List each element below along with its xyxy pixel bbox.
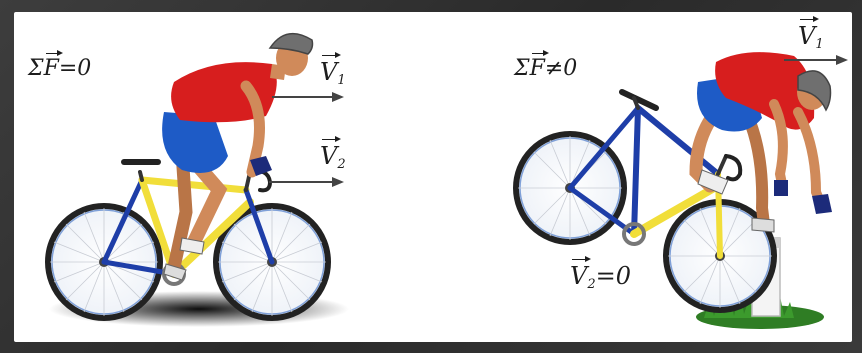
velocity-v2-label-left: V2	[320, 144, 346, 171]
force-vector-symbol: F	[44, 58, 59, 80]
v2-symbol: V	[320, 144, 337, 168]
v1-subscript-right: 1	[815, 37, 823, 52]
cyclist-crashing-icon	[516, 52, 832, 329]
velocity-arrow-v2-left	[269, 177, 344, 187]
v1-subscript: 1	[337, 73, 345, 88]
velocity-v1-label-left: V1	[320, 60, 346, 87]
cyclist-riding-icon	[48, 34, 349, 327]
force-vector-symbol-right: F	[530, 58, 545, 80]
force-relation-right: ≠0	[545, 56, 577, 81]
cyclists-illustration	[14, 12, 852, 342]
v2-subscript-right: 2	[587, 277, 595, 292]
v2-subscript: 2	[337, 157, 345, 172]
velocity-arrow-v1-left	[272, 92, 344, 102]
net-force-zero-label: ΣF=0	[28, 58, 91, 80]
v2-symbol-right: V	[570, 264, 587, 288]
net-force-nonzero-label: ΣF≠0	[514, 58, 577, 80]
v1-symbol: V	[320, 60, 337, 84]
sum-symbol: Σ	[28, 56, 44, 81]
velocity-v2-zero-label-right: V2=0	[570, 264, 631, 291]
v1-symbol-right: V	[798, 24, 815, 48]
v2-relation-right: =0	[596, 262, 631, 290]
illustration-canvas: ΣF=0 V1 V2 ΣF≠0 V1 V2=0	[14, 12, 852, 342]
velocity-v1-label-right: V1	[798, 24, 824, 51]
force-relation: =0	[59, 56, 91, 81]
sum-symbol-right: Σ	[514, 56, 530, 81]
